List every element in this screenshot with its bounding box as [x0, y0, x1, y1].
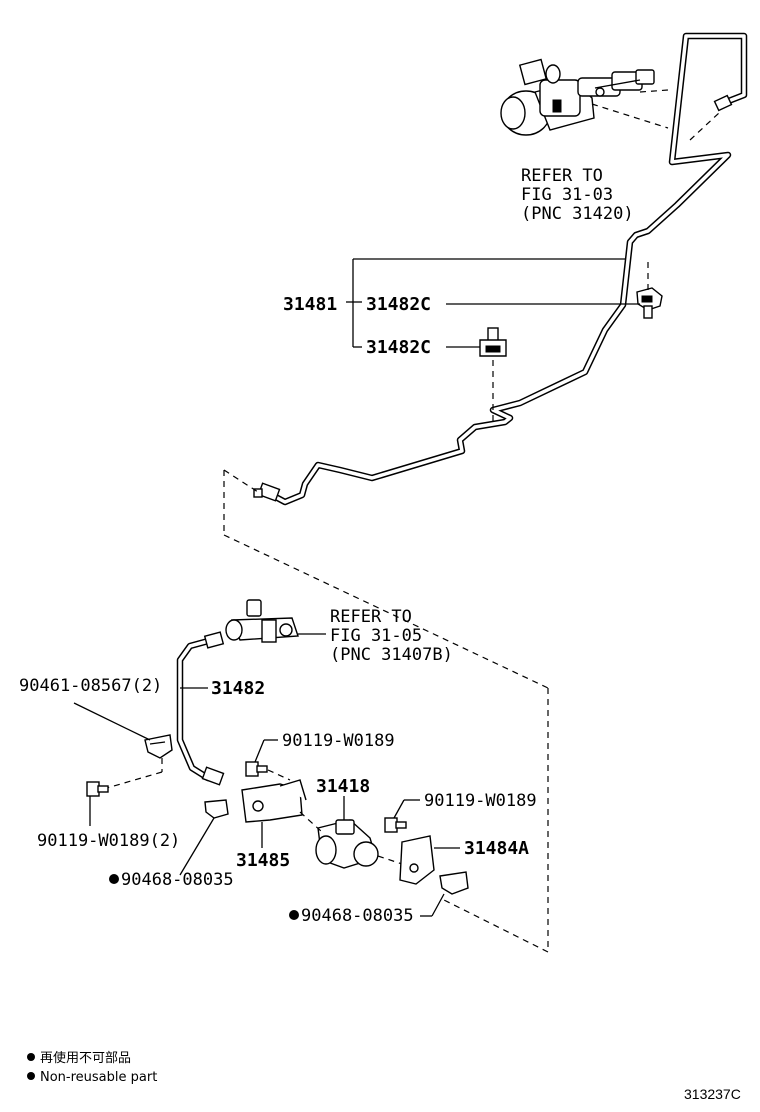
part-31484a-label: 31484A	[464, 838, 529, 859]
legend-jp-text: 再使用不可部品	[40, 1050, 131, 1066]
refer-text-mid-line3: (PNC 31407B)	[330, 645, 453, 665]
part-31482c-label-a: 31482C	[366, 294, 431, 315]
bolt-90119-center	[245, 739, 291, 781]
refer-text-top-line3: (PNC 31420)	[521, 204, 634, 224]
clip-90468-right	[420, 871, 469, 917]
clip-90461	[73, 702, 173, 791]
tee-union	[225, 599, 326, 643]
release-cylinder-31418	[299, 796, 403, 869]
legend-dot-en	[27, 1072, 35, 1080]
bracket-31485	[241, 779, 307, 848]
part-31418-label: 31418	[316, 776, 370, 797]
part-31482-label: 31482	[211, 678, 265, 699]
refer-text-top-line2: FIG 31-03	[521, 185, 613, 205]
refer-text-mid-line1: REFER TO	[330, 607, 412, 627]
assembly-boundary	[223, 469, 549, 953]
flare-nut	[253, 482, 281, 502]
clutch-pipe-31482	[176, 631, 225, 786]
part-90119-label-a: 90119-W0189	[282, 731, 395, 751]
refer-text-top-line1: REFER TO	[521, 166, 603, 186]
non-reusable-mark-a	[109, 874, 119, 884]
bracket-31484a	[399, 835, 460, 885]
part-90461-label: 90461-08567(2)	[19, 676, 162, 696]
non-reusable-mark-b	[289, 910, 299, 920]
refer-text-mid-line2: FIG 31-05	[330, 626, 422, 646]
part-90119-label-b: 90119-W0189	[424, 791, 537, 811]
clutch-master-cylinder	[500, 58, 721, 141]
diagram-code: 313237C	[684, 1086, 741, 1102]
pipe-clamp-lower	[479, 327, 507, 425]
part-31482c-label-b: 31482C	[366, 337, 431, 358]
clutch-pipe-upper	[253, 32, 748, 506]
legend: 再使用不可部品 Non-reusable part	[27, 1050, 157, 1085]
part-90468-label-b: 90468-08035	[301, 906, 414, 926]
legend-dot-jp	[27, 1053, 35, 1061]
part-90468-label-a: 90468-08035	[121, 870, 234, 890]
pipe-clamp-upper	[636, 258, 663, 319]
part-31485-label: 31485	[236, 850, 290, 871]
clip-90468-left	[179, 799, 229, 876]
leader-31481	[346, 258, 640, 348]
legend-en-text: Non-reusable part	[40, 1070, 157, 1085]
bolt-90119-left	[86, 781, 109, 826]
part-90119-label-c: 90119-W0189(2)	[37, 831, 180, 851]
part-31481-label: 31481	[283, 294, 337, 315]
bolt-90119-right	[384, 799, 420, 833]
